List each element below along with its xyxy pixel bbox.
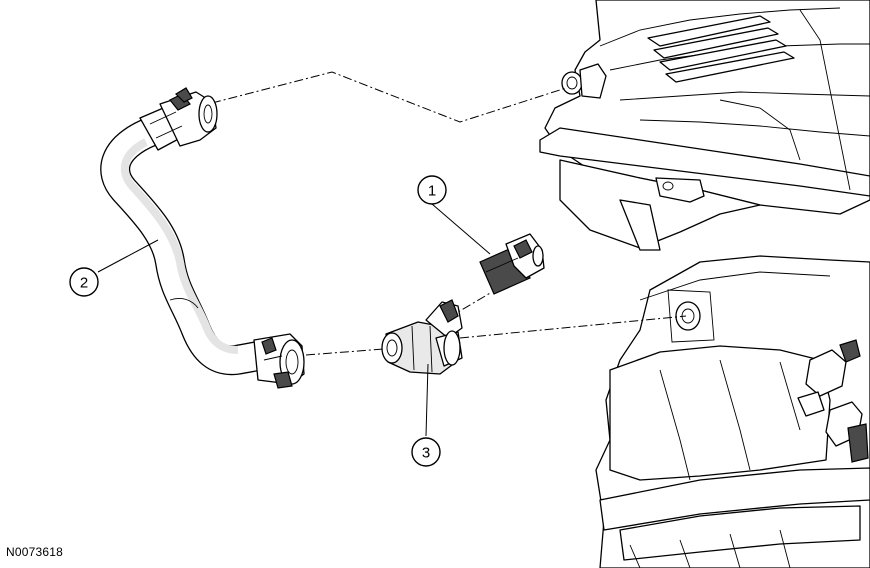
- callout-2: 2: [69, 267, 99, 297]
- callout-3-label: 3: [422, 445, 430, 462]
- callout-1: 1: [417, 175, 447, 205]
- engine-block: [595, 255, 870, 568]
- coolant-fitting: [381, 299, 463, 375]
- coolant-hose: [100, 87, 305, 389]
- callout-3: 3: [411, 437, 441, 467]
- engine-upper-cover: [539, 0, 870, 251]
- figure-id: N0073618: [6, 545, 63, 559]
- callout-leaders: [97, 203, 491, 437]
- callout-2-label: 2: [80, 275, 88, 292]
- sensor-connector: [479, 233, 545, 295]
- callout-1-label: 1: [428, 183, 436, 200]
